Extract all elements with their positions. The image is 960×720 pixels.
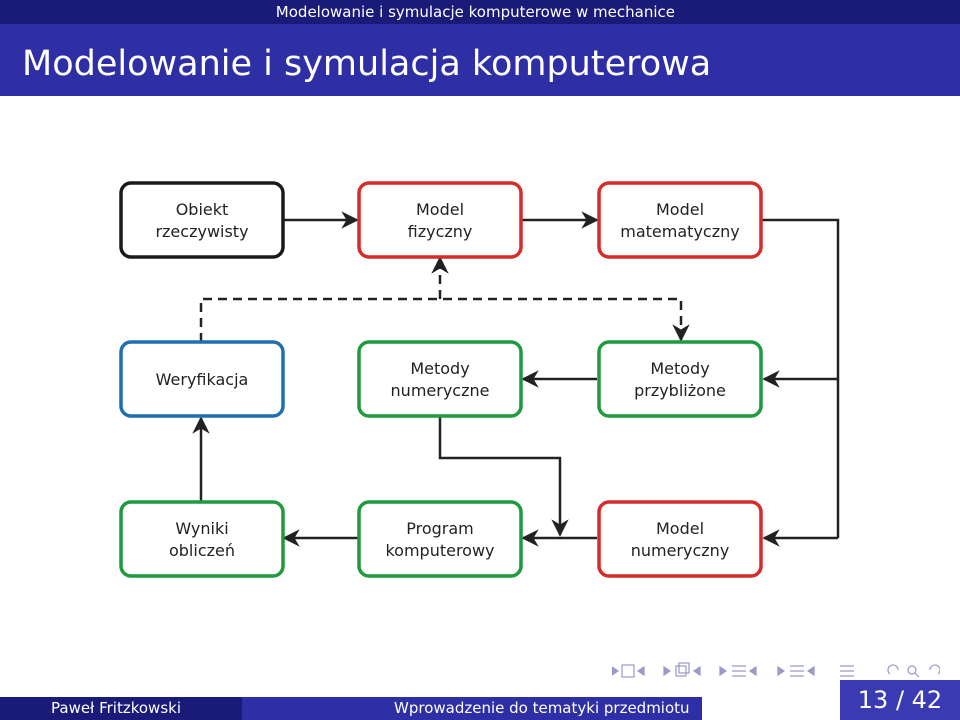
node-label: obliczeń xyxy=(169,541,235,560)
nav-subsection-icon[interactable] xyxy=(675,665,687,677)
footer-course: Wprowadzenie do tematyki przedmiotu xyxy=(394,699,690,717)
node-label: Model xyxy=(416,200,464,219)
connectors xyxy=(192,211,840,547)
node-label: Wyniki xyxy=(175,519,228,538)
nav-back-icon[interactable] xyxy=(887,664,899,675)
section-headline: Modelowanie i symulacje komputerowe w me… xyxy=(0,0,960,24)
flow-diagram: ObiektrzeczywistyModelfizycznyModelmatem… xyxy=(119,181,840,578)
node-box xyxy=(357,181,523,259)
node-label: Metody xyxy=(410,359,469,378)
node-label: komputerowy xyxy=(385,541,494,560)
nav-subsection-left-icon[interactable] xyxy=(663,665,672,677)
node-label: Metody xyxy=(650,359,709,378)
beamer-navigation xyxy=(612,662,940,678)
node-label: Model xyxy=(656,200,704,219)
node-box xyxy=(597,500,763,578)
node-model-matematyczny: Model matematyczny xyxy=(597,181,763,259)
node-label: rzeczywisty xyxy=(155,222,248,241)
nav-subsection-right-icon[interactable] xyxy=(692,665,701,677)
nav-section-icon[interactable] xyxy=(732,665,746,677)
node-label: matematyczny xyxy=(620,222,739,241)
nav-section-left-icon[interactable] xyxy=(719,665,728,677)
nav-frame-right-icon[interactable] xyxy=(636,665,645,677)
nav-presentation-right-icon[interactable] xyxy=(806,665,815,677)
nav-search-icon[interactable] xyxy=(907,665,917,675)
node-box xyxy=(357,500,523,578)
node-label: numeryczny xyxy=(631,541,730,560)
nodes: ObiektrzeczywistyModelfizycznyModelmatem… xyxy=(119,181,763,578)
footer-author: Paweł Fritzkowski xyxy=(51,699,181,717)
footer-author-box: Paweł Fritzkowski xyxy=(0,697,242,720)
node-program: Program komputerowy xyxy=(357,500,523,578)
dashed-feedback-line xyxy=(199,297,690,342)
node-box xyxy=(597,181,763,259)
node-model-fizyczny: Model fizyczny xyxy=(357,181,523,259)
node-weryfikacja: Weryfikacja xyxy=(119,340,285,418)
node-label: fizyczny xyxy=(408,222,473,241)
footer-course-box: Wprowadzenie do tematyki przedmiotu xyxy=(242,697,702,720)
node-box xyxy=(119,181,285,259)
nav-appendix-icon[interactable] xyxy=(840,665,854,677)
page-number: 13 / 42 xyxy=(840,680,960,720)
nav-frame-left-icon[interactable] xyxy=(612,666,620,676)
node-box xyxy=(357,340,523,418)
node-label: Program xyxy=(406,519,474,538)
node-metody-numeryczne: Metody numeryczne xyxy=(357,340,523,418)
nav-presentation-left-icon[interactable] xyxy=(777,665,786,677)
node-box xyxy=(119,500,285,578)
node-model-numeryczny: Model numeryczny xyxy=(597,500,763,578)
frame-title: Modelowanie i symulacja komputerowa xyxy=(22,44,712,84)
node-box xyxy=(597,340,763,418)
node-metody-przyblizone: Metody przybliżone xyxy=(597,340,763,418)
node-box xyxy=(119,340,285,418)
node-label: Obiekt xyxy=(176,200,229,219)
node-wyniki: Wyniki obliczeń xyxy=(119,500,285,578)
node-label: numeryczne xyxy=(391,381,490,400)
section-title: Modelowanie i symulacje komputerowe w me… xyxy=(275,3,675,21)
node-label: Model xyxy=(656,519,704,538)
nav-forward-icon[interactable] xyxy=(929,664,940,675)
nav-presentation-icon[interactable] xyxy=(790,665,804,677)
node-label: Weryfikacja xyxy=(156,370,249,389)
node-label: przybliżone xyxy=(634,381,726,400)
arrow-numeryczne-to-program xyxy=(438,416,569,537)
nav-section-right-icon[interactable] xyxy=(748,665,757,677)
line-matematyczny-right-bus xyxy=(762,218,840,538)
node-obiekt: Obiekt rzeczywisty xyxy=(119,181,285,259)
nav-frame-icon[interactable] xyxy=(621,664,635,678)
